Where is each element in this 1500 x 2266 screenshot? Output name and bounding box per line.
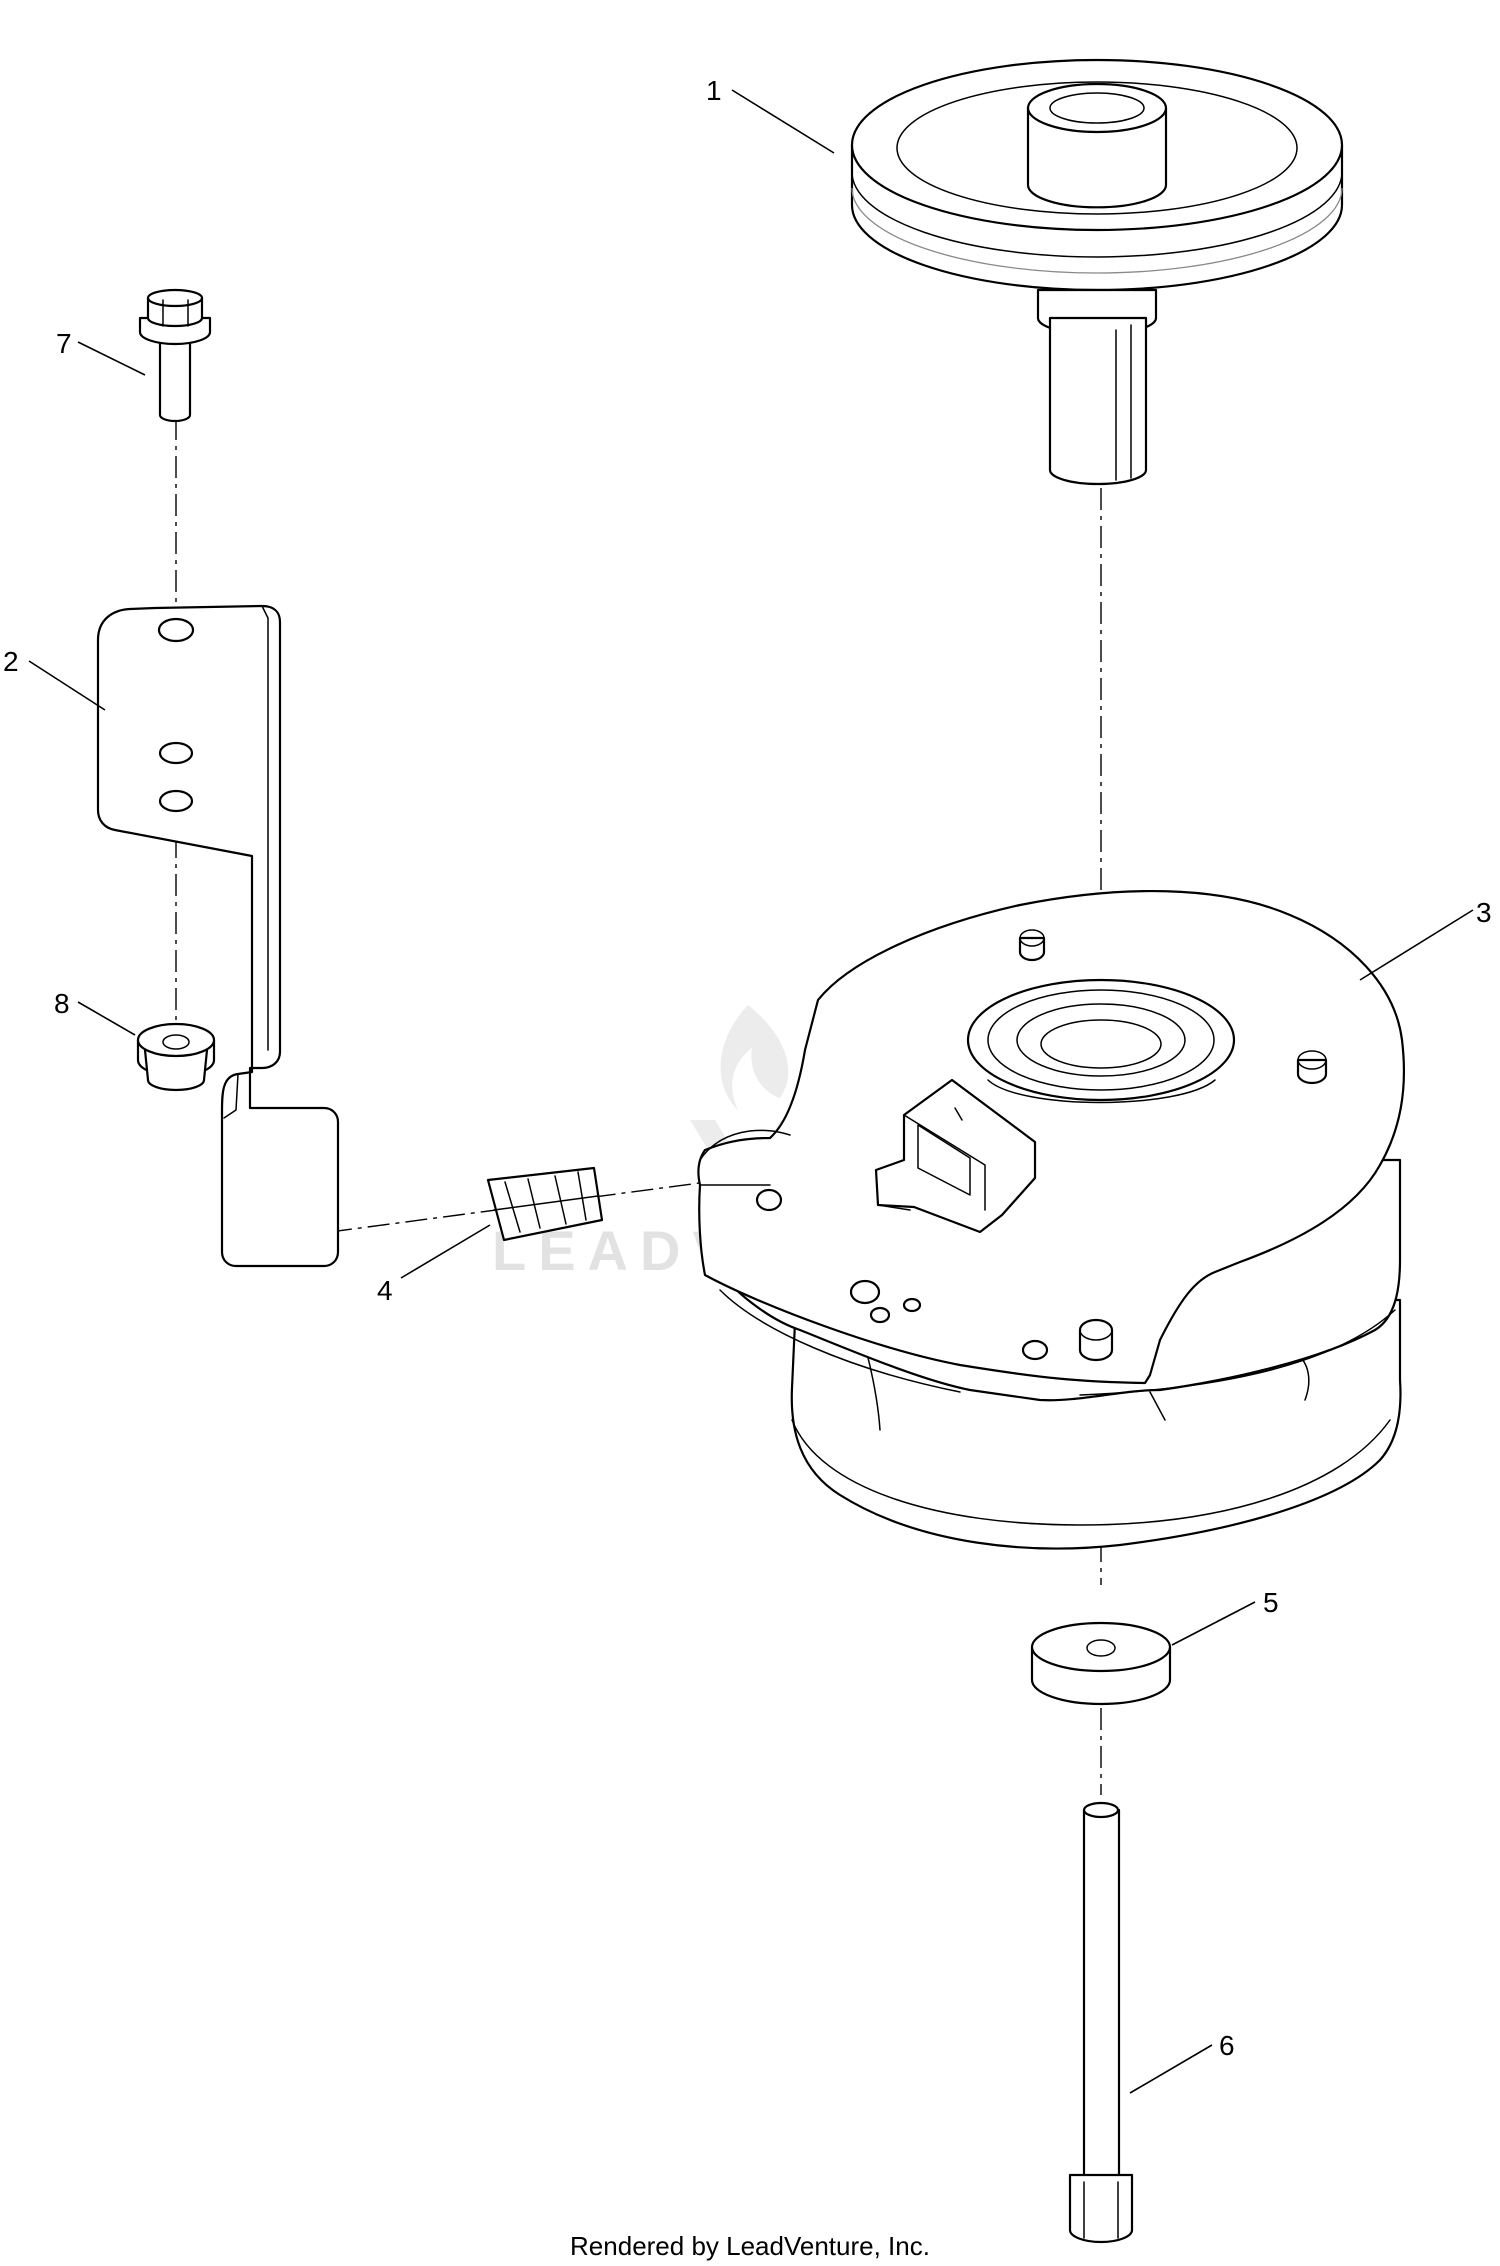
bracket-part — [96, 604, 340, 1268]
callout-2: 2 — [3, 646, 19, 677]
pulley-part — [850, 58, 1344, 486]
callout-5: 5 — [1263, 1587, 1279, 1618]
callout-7: 7 — [56, 328, 72, 359]
leader-lines — [28, 89, 1474, 2094]
hex-bolt-part — [1068, 1801, 1134, 2244]
callout-6: 6 — [1219, 2030, 1235, 2061]
connector-part — [486, 1166, 604, 1242]
callout-1: 1 — [706, 75, 722, 106]
spacer-washer-part — [1030, 1621, 1172, 1706]
flange-nut-part — [136, 1022, 216, 1092]
electric-clutch-part — [697, 889, 1406, 1550]
callout-3: 3 — [1476, 897, 1492, 928]
callout-8: 8 — [54, 988, 70, 1019]
flange-bolt-part — [138, 288, 212, 423]
footer-credit: Rendered by LeadVenture, Inc. — [570, 2231, 930, 2261]
callout-4: 4 — [377, 1275, 393, 1306]
